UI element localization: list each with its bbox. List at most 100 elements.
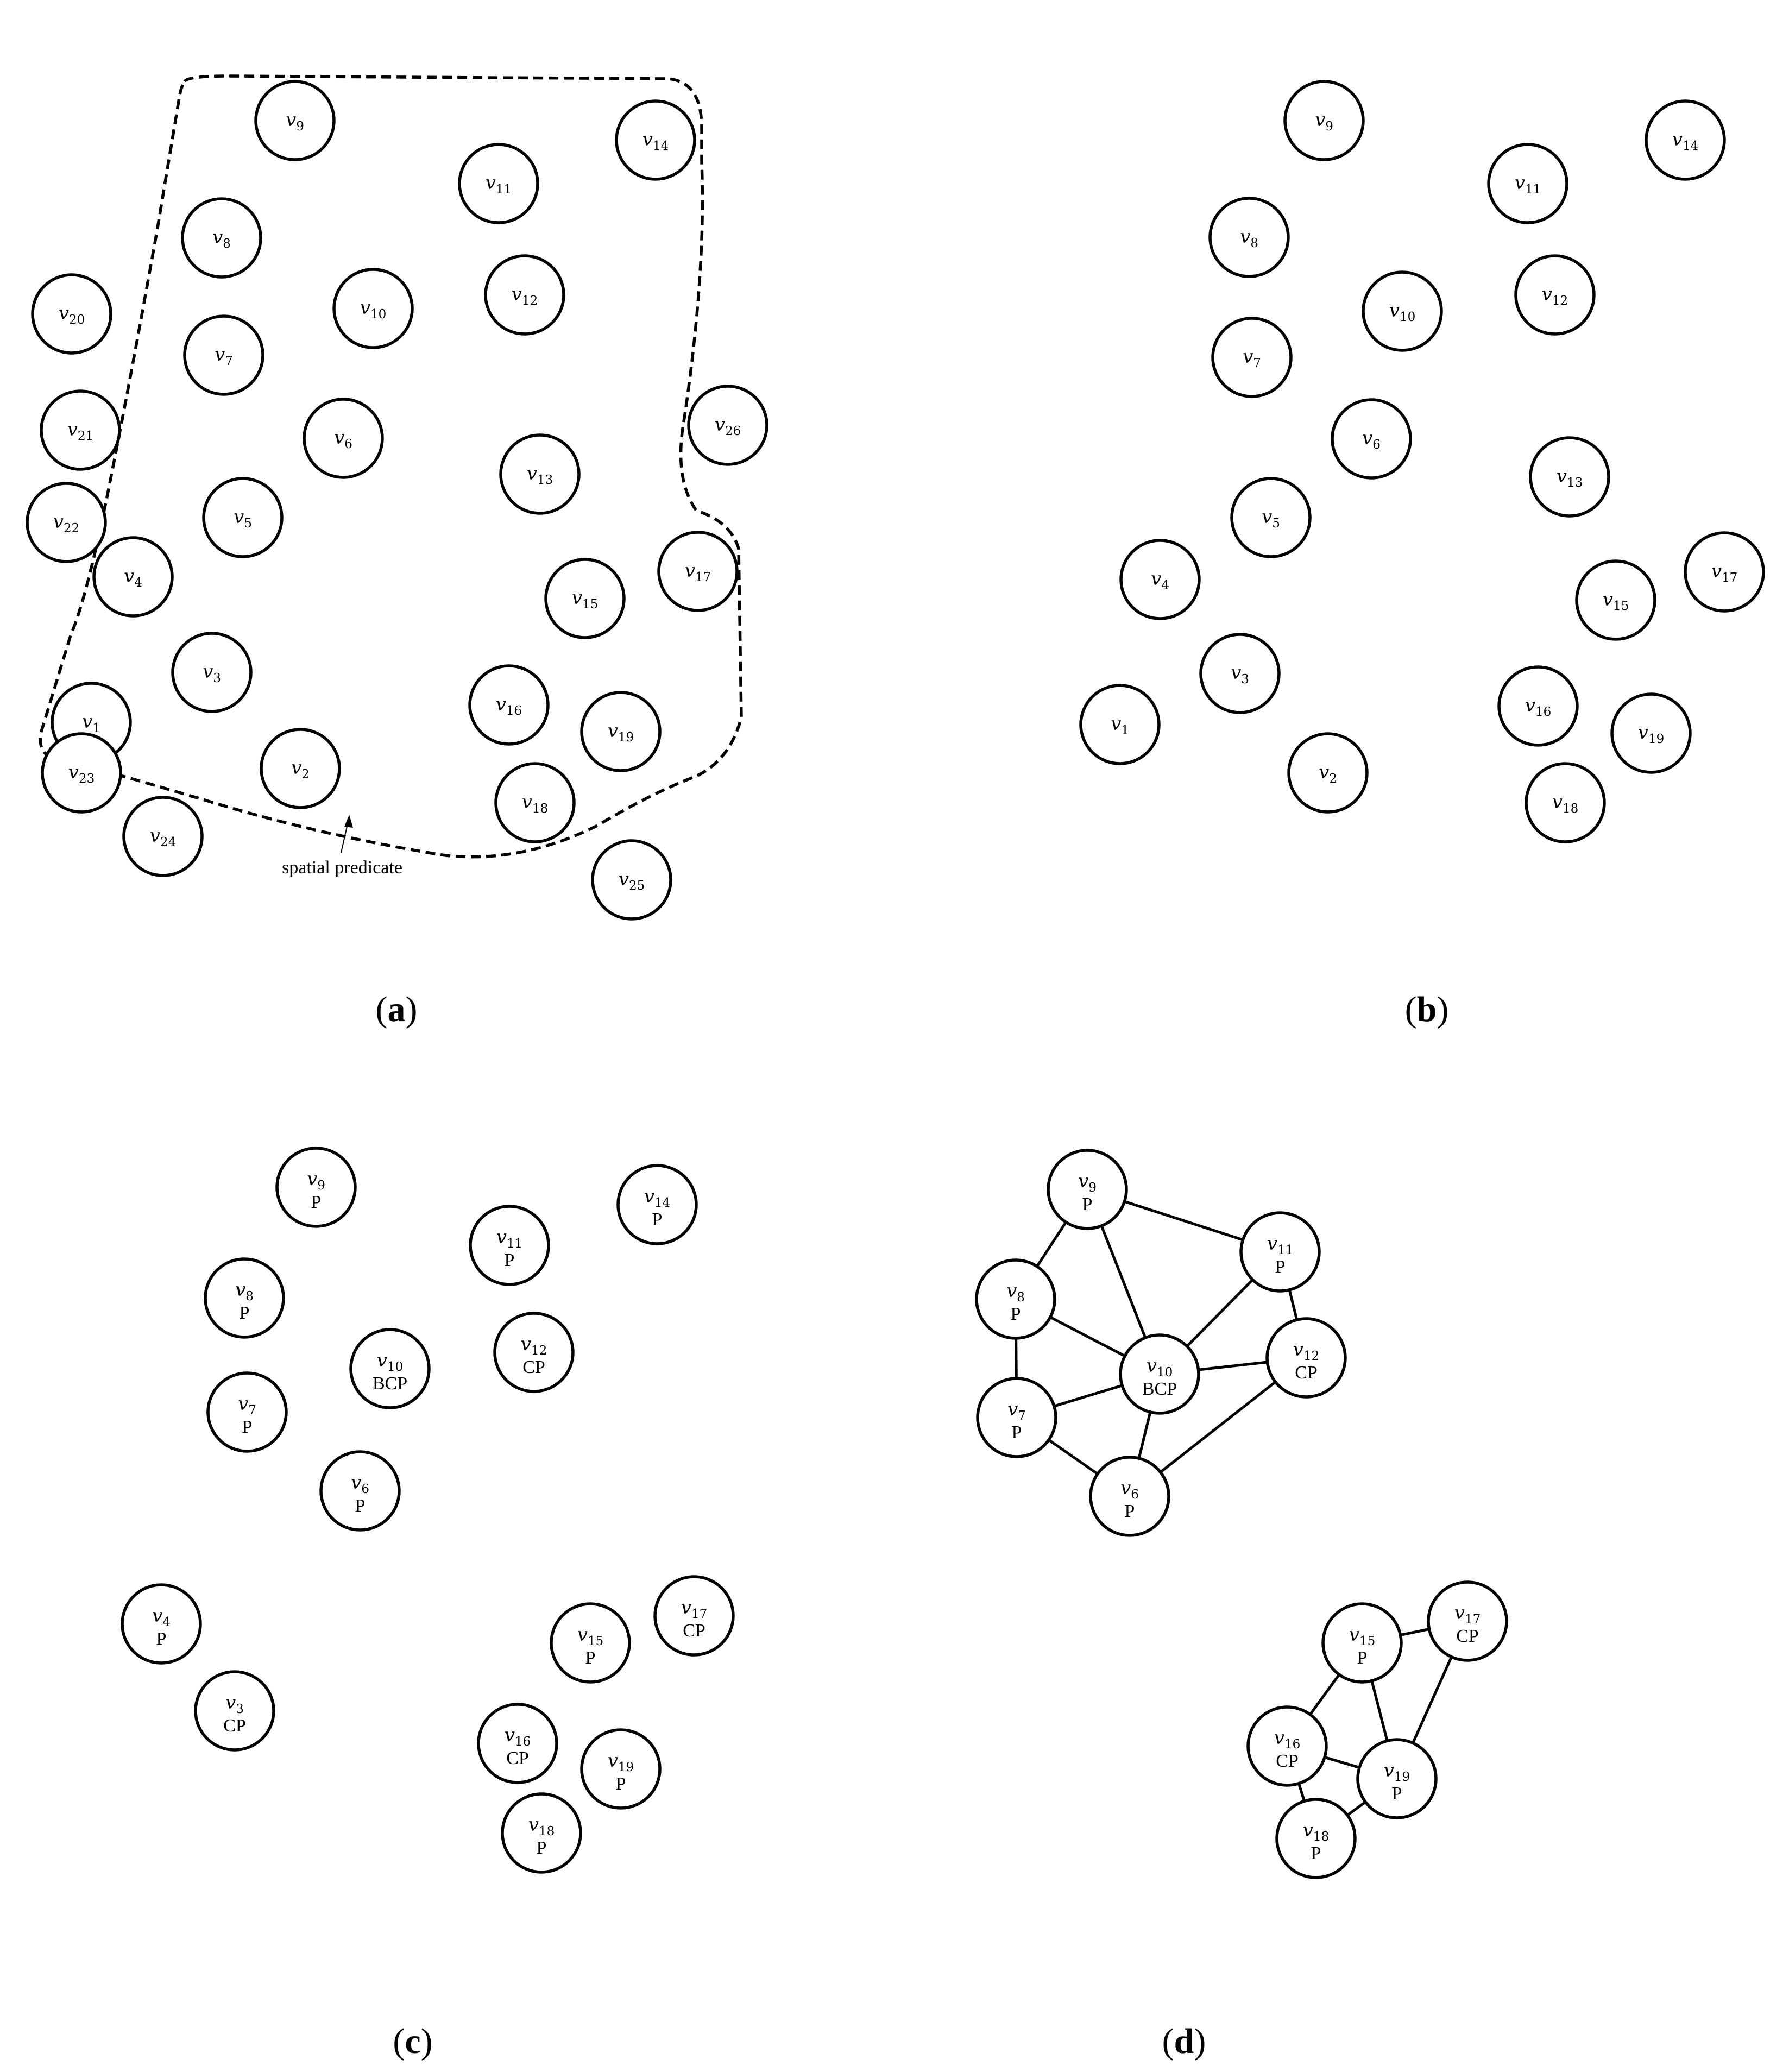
node-v8: v8P <box>204 1257 285 1339</box>
node-v20-label: v20 <box>59 303 85 327</box>
node-v13-circle <box>1529 436 1610 518</box>
node-v19-label: v19 <box>608 720 634 745</box>
node-v14-label: v14 <box>644 1186 671 1210</box>
node-v14-label: v14 <box>1672 129 1699 153</box>
node-v9-tag: P <box>1082 1194 1093 1214</box>
node-v13: v13 <box>499 433 581 515</box>
node-v14-circle <box>615 99 696 181</box>
node-v3-circle <box>194 1670 275 1752</box>
node-v12-tag: CP <box>522 1357 545 1377</box>
node-v19-circle <box>1356 1738 1438 1819</box>
node-v10: v10 <box>332 268 414 349</box>
panel-d: v9Pv11Pv8Pv10BCPv12CPv7Pv6Pv15Pv17CPv16C… <box>975 1149 1508 2061</box>
node-v9-circle <box>254 80 336 161</box>
node-v15: v15 <box>1575 559 1656 641</box>
node-v24-label: v24 <box>150 825 177 849</box>
node-v8: v8 <box>181 197 262 279</box>
node-v16: v16 <box>1497 665 1579 747</box>
node-v5-label: v5 <box>234 506 252 531</box>
node-v10-circle <box>349 1328 431 1409</box>
node-v15-circle <box>1321 1602 1403 1684</box>
caption-a: (a) <box>376 990 418 1029</box>
node-v15: v15 <box>544 558 626 639</box>
node-v18-label: v18 <box>528 1814 555 1838</box>
node-v2: v2 <box>260 728 341 809</box>
node-v5-label: v5 <box>1262 506 1280 531</box>
node-v6: v6 <box>303 398 384 479</box>
node-v2: v2 <box>1287 732 1369 814</box>
node-v6-tag: P <box>355 1496 366 1516</box>
node-v7: v7P <box>206 1371 288 1453</box>
node-v4-circle <box>92 536 174 618</box>
node-v14: v14 <box>615 99 696 181</box>
node-v8-tag: P <box>1011 1304 1021 1324</box>
node-v10-label: v10 <box>377 1350 404 1374</box>
node-v17-label: v17 <box>1711 560 1738 585</box>
node-v9-circle <box>1283 80 1365 161</box>
node-v10-tag: BCP <box>373 1374 407 1394</box>
caption-c: (c) <box>393 2021 432 2061</box>
node-v24-circle <box>122 796 204 877</box>
node-v10-label: v10 <box>1389 300 1416 324</box>
node-v4-circle <box>1119 539 1201 620</box>
node-v9: v9P <box>1047 1149 1128 1230</box>
node-v19-label: v19 <box>1384 1760 1410 1784</box>
node-v20-circle <box>31 273 112 355</box>
node-v17-tag: CP <box>683 1621 705 1641</box>
node-v13-label: v13 <box>1557 465 1583 490</box>
node-v11-label: v11 <box>496 1226 523 1251</box>
node-v15-circle <box>544 558 626 639</box>
node-v20: v20 <box>31 273 112 355</box>
node-v12-label: v12 <box>512 284 538 308</box>
annotation-text: spatial predicate <box>282 858 402 878</box>
panel-b: v9v14v11v8v10v12v7v6v13v5v4v17v15v3v16v1… <box>1079 80 1765 1029</box>
node-v6-tag: P <box>1125 1501 1135 1521</box>
node-v15-circle <box>1575 559 1656 641</box>
node-v9-circle <box>1047 1149 1128 1230</box>
node-v21-label: v21 <box>67 419 94 443</box>
node-v22-label: v22 <box>53 511 80 536</box>
node-v10-circle <box>1362 270 1443 352</box>
node-v18: v18 <box>494 762 576 843</box>
node-v16-circle <box>477 1703 558 1784</box>
node-v3-tag: CP <box>223 1716 246 1736</box>
node-v7-label: v7 <box>238 1393 256 1418</box>
node-v3-label: v3 <box>1231 662 1249 687</box>
node-v25: v25 <box>591 839 672 921</box>
node-v6-circle <box>303 398 384 479</box>
node-v12-circle <box>493 1312 575 1393</box>
node-v11-tag: P <box>1275 1257 1286 1277</box>
node-v11-label: v11 <box>486 172 512 197</box>
node-v6-circle <box>319 1450 401 1532</box>
node-v16-circle <box>468 664 550 746</box>
node-v9-circle <box>275 1147 357 1228</box>
node-v5: v5 <box>1230 477 1312 558</box>
node-v9-label: v9 <box>307 1168 325 1193</box>
node-v6: v6P <box>1089 1456 1170 1537</box>
node-v8-circle <box>975 1258 1056 1340</box>
node-v15-label: v15 <box>1349 1624 1376 1648</box>
node-v17: v17 <box>657 531 739 612</box>
node-v17-circle <box>653 1575 735 1657</box>
node-v8: v8 <box>1208 197 1290 278</box>
node-v8-tag: P <box>240 1303 250 1323</box>
node-v6-label: v6 <box>1120 1477 1139 1502</box>
node-v17-circle <box>1427 1580 1508 1662</box>
node-v9: v9P <box>275 1147 357 1228</box>
node-v17-label: v17 <box>1454 1602 1481 1627</box>
node-v19-tag: P <box>1392 1784 1402 1804</box>
node-v8: v8P <box>975 1258 1056 1340</box>
node-v7-tag: P <box>1012 1422 1022 1443</box>
node-v16-circle <box>1497 665 1579 747</box>
node-v16-label: v16 <box>505 1724 531 1749</box>
node-v4-tag: P <box>156 1629 167 1649</box>
panel-a: spatial predicate v9v14v11v8v20v10v12v7v… <box>26 74 768 1029</box>
